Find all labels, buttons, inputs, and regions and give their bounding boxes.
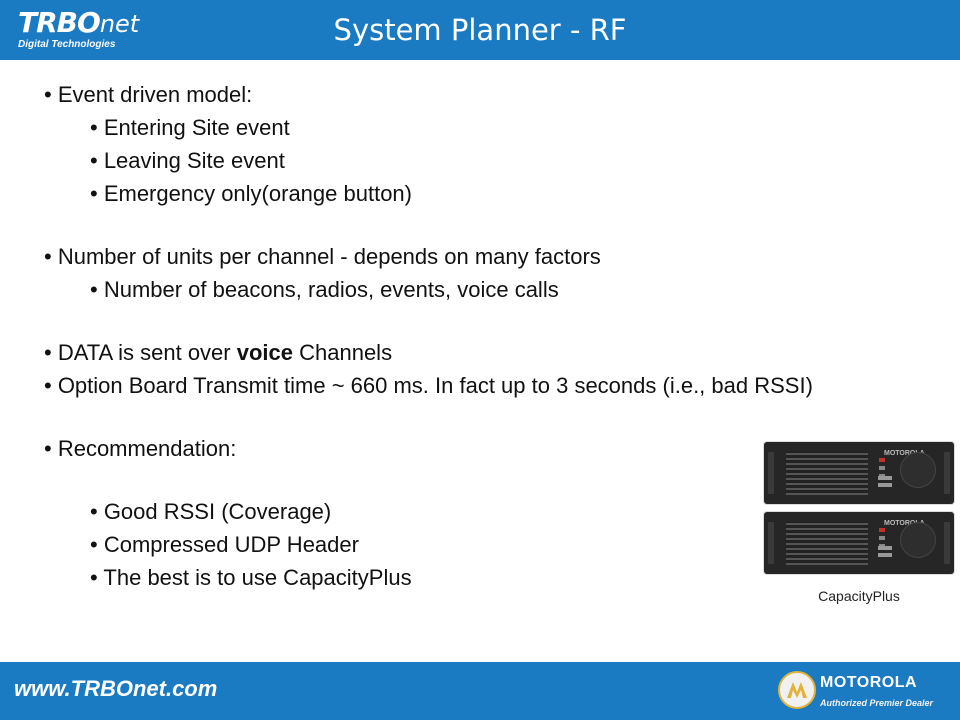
unit-badge: MOTOROLA [884, 520, 925, 527]
rack-ear [944, 522, 950, 564]
spacer [44, 306, 924, 336]
trbonet-logo: TRBOnet Digital Technologies [18, 8, 139, 51]
bullet-leaving-site: • Leaving Site event [90, 148, 285, 173]
vent-grille [786, 451, 868, 495]
bullet-option-board: • Option Board Transmit time ~ 660 ms. I… [44, 373, 813, 398]
header-bar: TRBOnet Digital Technologies System Plan… [0, 0, 960, 60]
logo-main-text: TRBO [18, 6, 101, 39]
slide-title: System Planner - RF [333, 13, 627, 47]
bullet-capacityplus: • The best is to use CapacityPlus [90, 565, 412, 590]
unit-badge: MOTOROLA [884, 450, 925, 457]
bullet-emergency: • Emergency only(orange button) [90, 181, 412, 206]
dealer-label: Authorized Premier Dealer [820, 698, 934, 708]
batwing-emblem-icon [900, 522, 936, 558]
unit-ports [878, 476, 896, 490]
repeater-units-image: MOTOROLA MOTOROLA [764, 442, 954, 582]
unit-ports [878, 546, 896, 560]
bullet-entering-site: • Entering Site event [90, 115, 290, 140]
bullet-event-model: • Event driven model: [44, 82, 253, 107]
rack-ear [768, 522, 774, 564]
motorola-wordmark: MOTOROLA [820, 674, 918, 691]
batwing-emblem-icon [900, 452, 936, 488]
repeater-unit-top: MOTOROLA [764, 442, 954, 504]
website-link[interactable]: www.TRBOnet.com [14, 676, 218, 701]
logo-net-text: net [99, 10, 140, 38]
bullet-beacons: • Number of beacons, radios, events, voi… [90, 277, 559, 302]
spacer [44, 210, 924, 240]
rack-ear [768, 452, 774, 494]
rack-ear [944, 452, 950, 494]
bullet-units-per-channel: • Number of units per channel - depends … [44, 244, 601, 269]
bullet-data-voice: • DATA is sent over voice Channels [44, 336, 924, 369]
bullet-data-voice-bold: voice [236, 340, 293, 365]
repeater-unit-bottom: MOTOROLA [764, 512, 954, 574]
image-caption: CapacityPlus [818, 588, 900, 604]
vent-grille [786, 521, 868, 565]
slide-body: • Event driven model: • Entering Site ev… [44, 78, 924, 594]
bullet-recommendation: • Recommendation: [44, 436, 237, 461]
footer-bar: www.TRBOnet.com MOTOROLA Authorized Prem… [0, 662, 960, 720]
spacer [44, 402, 924, 432]
logo-subtitle: Digital Technologies [18, 39, 116, 50]
bullet-data-voice-post: Channels [293, 340, 393, 365]
bullet-compressed-udp: • Compressed UDP Header [90, 532, 359, 557]
bullet-good-rssi: • Good RSSI (Coverage) [90, 499, 332, 524]
bullet-data-voice-pre: • DATA is sent over [44, 340, 237, 365]
motorola-batwing-icon [778, 671, 816, 709]
